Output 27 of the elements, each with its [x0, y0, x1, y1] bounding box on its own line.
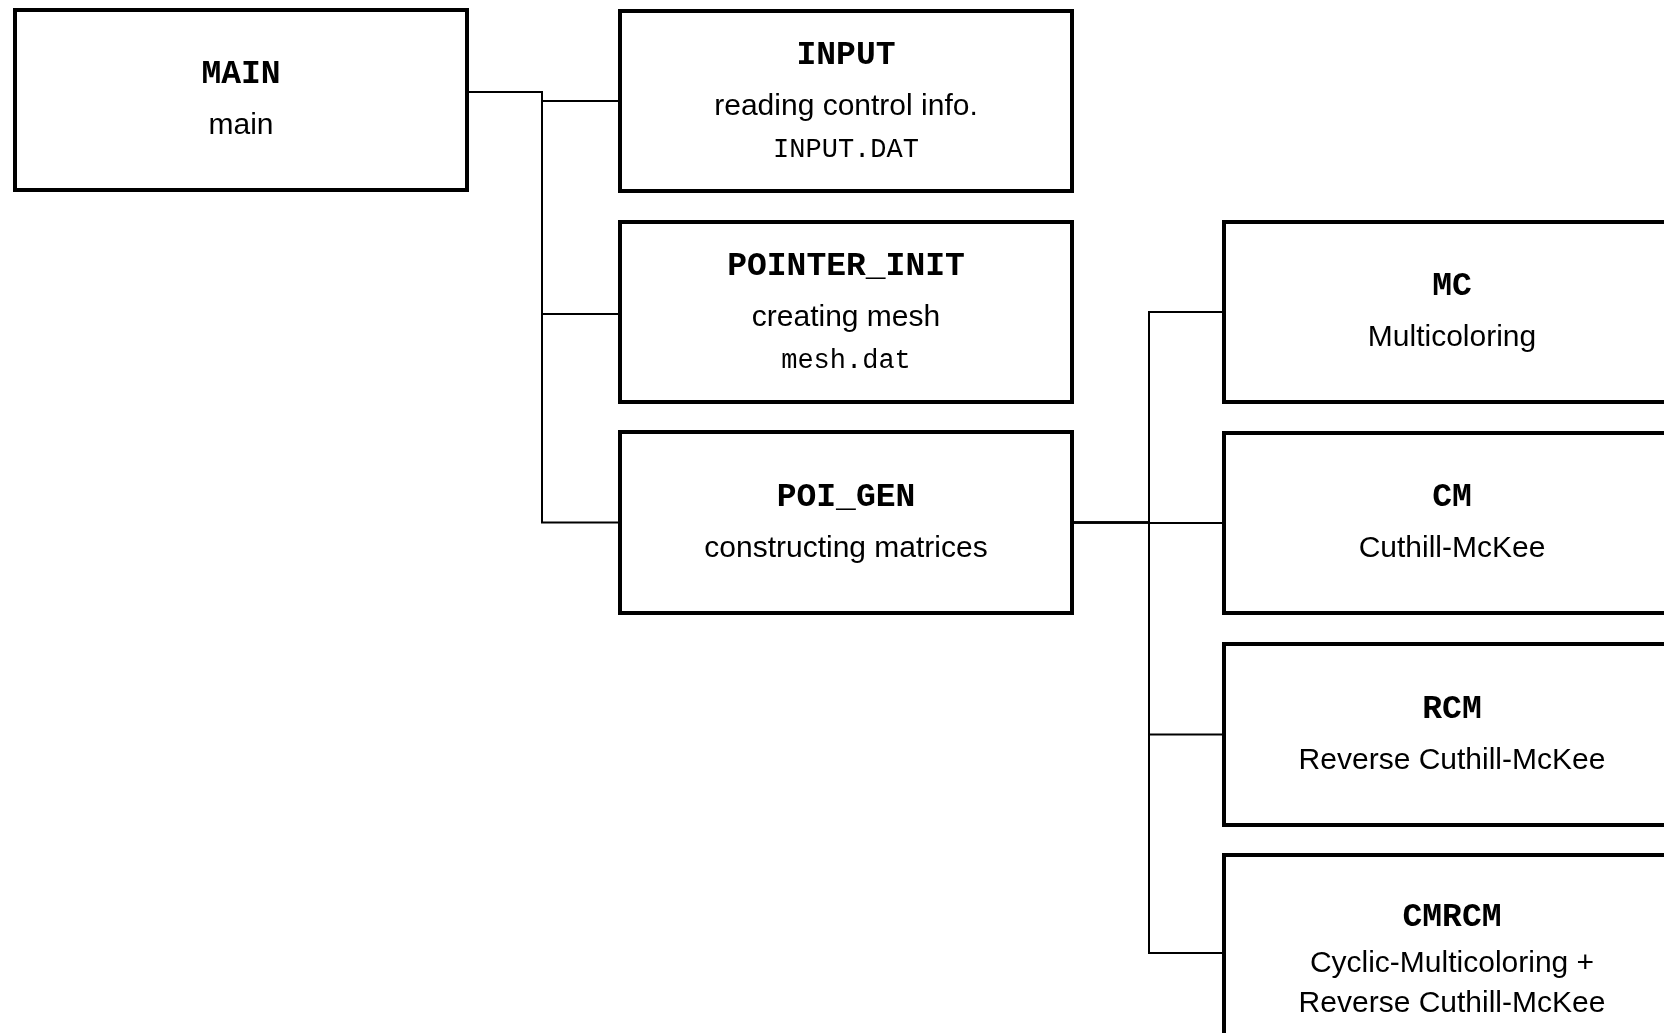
module-name: MAIN: [201, 55, 281, 95]
module-box: [618, 9, 1074, 193]
module-box: [1222, 220, 1664, 404]
file-name: INPUT.DAT: [773, 134, 919, 167]
module-box: [1222, 431, 1664, 615]
module-description: main: [208, 106, 274, 142]
module-description: creating mesh: [751, 298, 941, 334]
module-box: [1222, 642, 1664, 827]
module-box: [618, 220, 1074, 404]
module-description: Multicoloring: [1367, 318, 1537, 354]
module-name: INPUT: [796, 36, 896, 76]
module-box: [1222, 853, 1664, 1033]
module-box: [618, 430, 1074, 615]
module-name: CM: [1432, 478, 1472, 518]
module-description: Cyclic-Multicoloring + Reverse Cuthill-McKee: [1297, 944, 1607, 1020]
module-name: POINTER_INIT: [727, 247, 965, 287]
module-name: MC: [1432, 267, 1472, 307]
module-name: POI_GEN: [776, 477, 916, 518]
module-box: [13, 8, 469, 192]
module-name: RCM: [1422, 689, 1482, 730]
module-description: constructing matrices: [704, 528, 988, 565]
connector-line: [1073, 521, 1223, 954]
module-description: Cuthill-McKee: [1358, 529, 1546, 565]
file-name: mesh.dat: [781, 345, 911, 378]
module-description: Reverse Cuthill-McKee: [1298, 740, 1606, 777]
module-name: CMRCM: [1402, 898, 1502, 938]
module-description: reading control info.: [714, 87, 978, 123]
